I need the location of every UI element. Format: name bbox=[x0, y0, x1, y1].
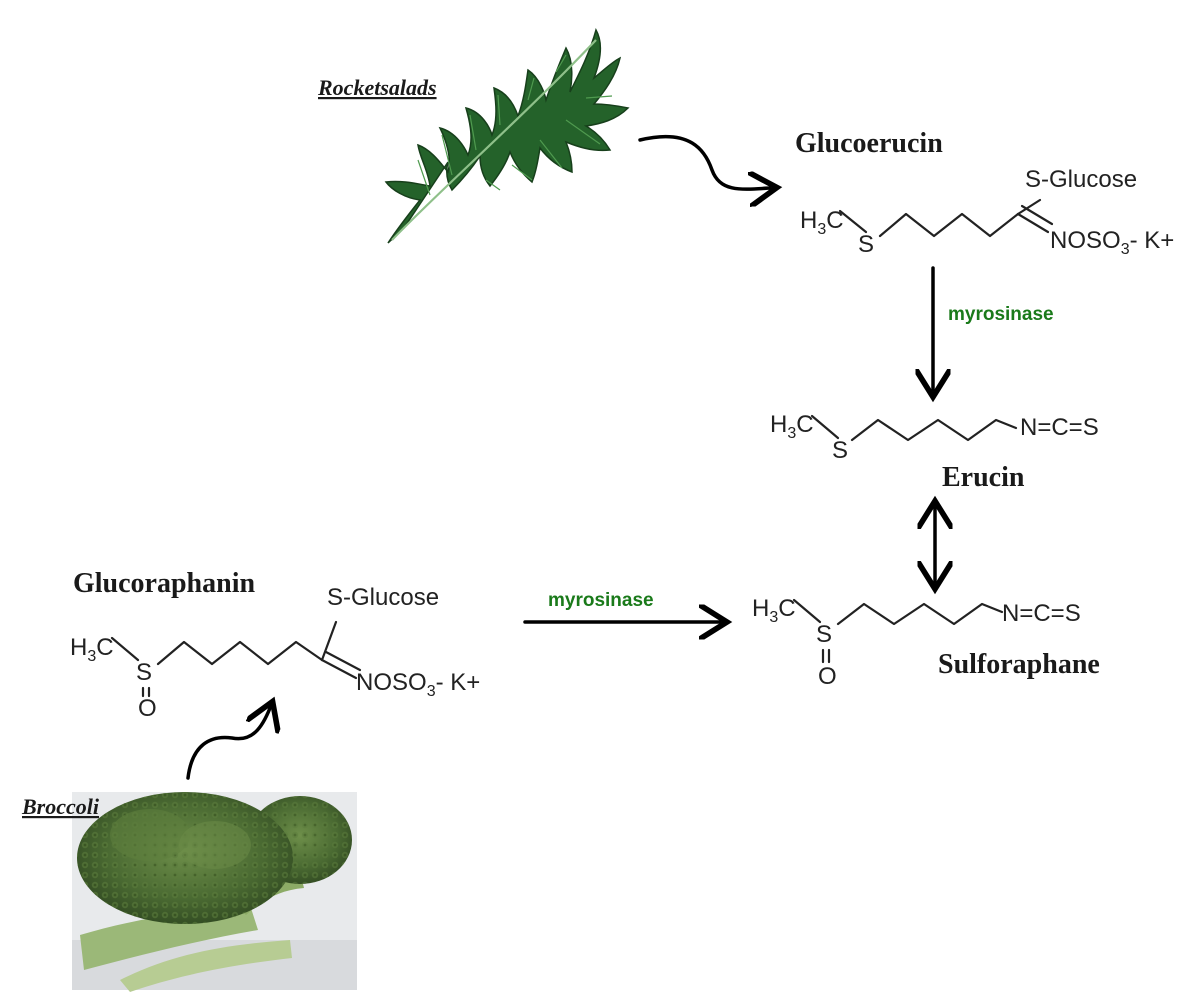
sulforaphane-ncs: N=C=S bbox=[1002, 600, 1081, 627]
glucoraphanin-structure: H3C S O S-Glucose NOSO3- K+ bbox=[70, 584, 480, 722]
sulforaphane-h3c: H3C bbox=[752, 595, 796, 626]
erucin-ncs: N=C=S bbox=[1020, 414, 1099, 441]
glucoerucin-structure: H3C S S-Glucose NOSO3- K+ bbox=[800, 166, 1174, 258]
erucin-title: Erucin bbox=[942, 462, 1025, 493]
rocket-salad-label: Rocketsalads bbox=[317, 75, 437, 100]
glucoraphanin-noso3: NOSO3- K+ bbox=[356, 669, 480, 700]
glucoraphanin-title: Glucoraphanin bbox=[73, 568, 255, 599]
glucoerucin-sulfur: S bbox=[858, 231, 874, 258]
glucoerucin-noso3: NOSO3- K+ bbox=[1050, 227, 1174, 258]
glucoerucin-h3c: H3C bbox=[800, 207, 844, 238]
erucin-structure: H3C S N=C=S bbox=[770, 411, 1099, 464]
broccoli-label: Broccoli bbox=[21, 794, 100, 819]
rocket-leaf-icon bbox=[384, 28, 630, 244]
glucoerucin-s-glucose: S-Glucose bbox=[1025, 166, 1137, 193]
glucoraphanin-sulfur: S bbox=[136, 659, 152, 686]
glucoerucin-title: Glucoerucin bbox=[795, 128, 943, 159]
glucoraphanin-oxygen: O bbox=[138, 695, 157, 722]
broccoli-icon bbox=[72, 792, 357, 992]
rocket-to-glucoerucin-arrow bbox=[638, 134, 770, 190]
glucoraphanin-h3c: H3C bbox=[70, 634, 114, 665]
myrosinase-label-vertical: myrosinase bbox=[948, 304, 1054, 325]
erucin-sulfur: S bbox=[832, 437, 848, 464]
erucin-h3c: H3C bbox=[770, 411, 814, 442]
broccoli-to-glucoraphanin-arrow bbox=[186, 708, 270, 780]
sulforaphane-structure: H3C S O N=C=S bbox=[752, 595, 1081, 690]
sulforaphane-oxygen: O bbox=[818, 663, 837, 690]
myrosinase-label-horizontal: myrosinase bbox=[548, 590, 654, 611]
glucoraphanin-s-glucose: S-Glucose bbox=[327, 584, 439, 611]
sulforaphane-sulfur: S bbox=[816, 621, 832, 648]
sulforaphane-title: Sulforaphane bbox=[938, 649, 1100, 680]
